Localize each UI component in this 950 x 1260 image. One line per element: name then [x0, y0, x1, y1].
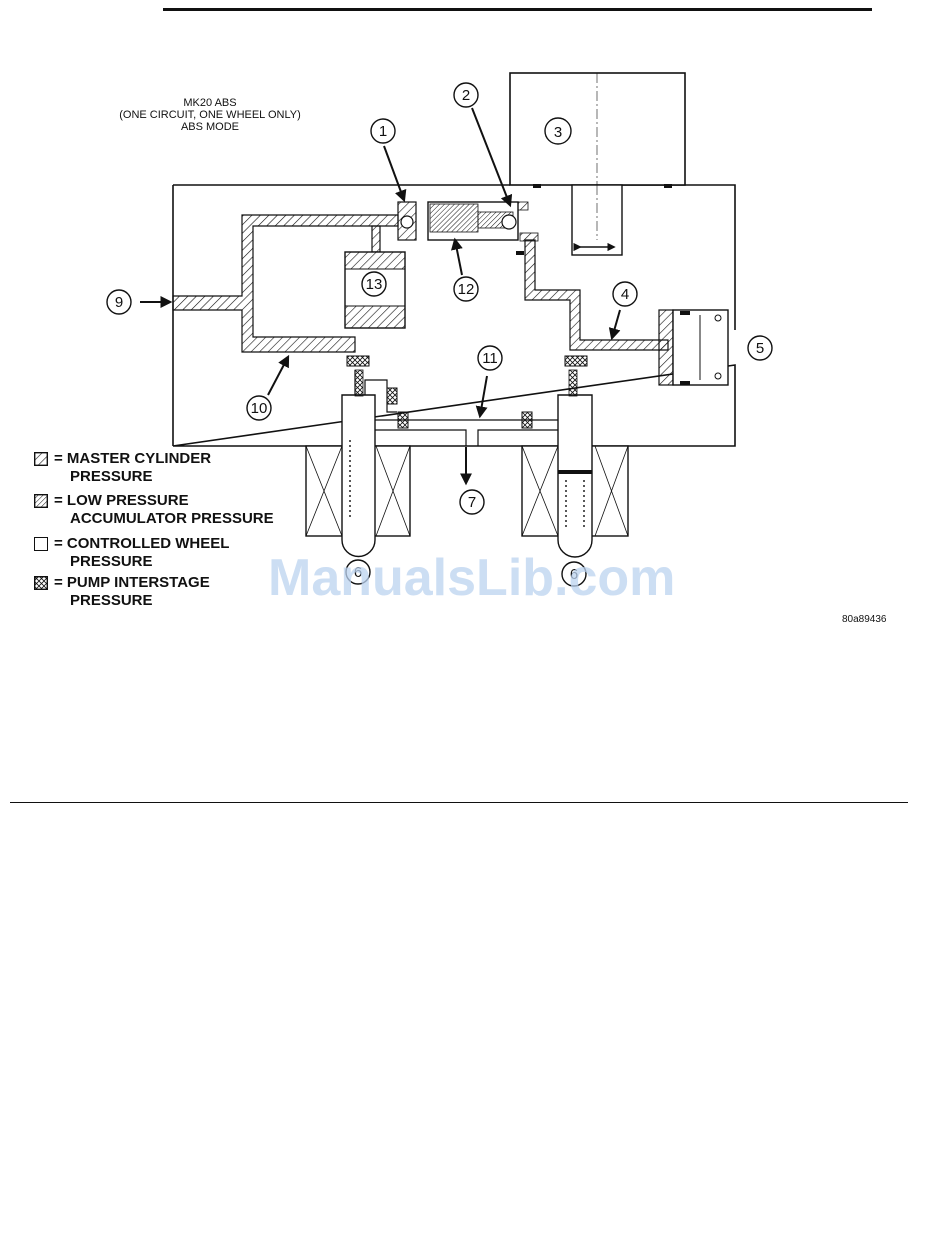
callout-9: 9 — [115, 294, 123, 311]
callout-2: 2 — [462, 87, 470, 104]
callout-7: 7 — [468, 494, 476, 511]
legend-swatch-cross-icon — [34, 576, 48, 590]
watermark: ManualsLib.com — [268, 548, 675, 608]
callout-11: 11 — [482, 350, 498, 367]
bottom-rule — [10, 802, 908, 803]
wheel-cylinder-5 — [673, 310, 728, 385]
legend-swatch-hatch-dense-icon — [34, 494, 48, 508]
legend-label: = MASTER CYLINDER — [54, 449, 211, 468]
callout-1: 1 — [379, 123, 387, 140]
legend-label: = PUMP INTERSTAGE — [54, 573, 210, 592]
callout-10: 10 — [251, 400, 268, 417]
legend-cont: ACCUMULATOR PRESSURE — [70, 509, 274, 528]
legend-cont: PRESSURE — [70, 591, 153, 610]
return-channel-11 — [355, 370, 565, 446]
callout-3: 3 — [554, 124, 562, 141]
callout-13: 13 — [366, 276, 383, 293]
legend-cont: PRESSURE — [70, 552, 153, 571]
legend-cont: PRESSURE — [70, 467, 153, 486]
legend-swatch-blank-icon — [34, 537, 48, 551]
legend-label: = LOW PRESSURE — [54, 491, 189, 510]
diagram-title-line3: ABS MODE — [110, 121, 310, 134]
motor-block — [510, 73, 685, 255]
pump-6-right — [522, 370, 628, 557]
legend-label: = CONTROLLED WHEEL — [54, 534, 229, 553]
legend-swatch-hatch-wide-icon — [34, 452, 48, 466]
callout-5: 5 — [756, 340, 764, 357]
inlet-valve-12 — [401, 202, 538, 241]
figure-id: 80a89436 — [842, 614, 887, 625]
callout-4: 4 — [621, 286, 629, 303]
callout-12: 12 — [458, 281, 475, 298]
